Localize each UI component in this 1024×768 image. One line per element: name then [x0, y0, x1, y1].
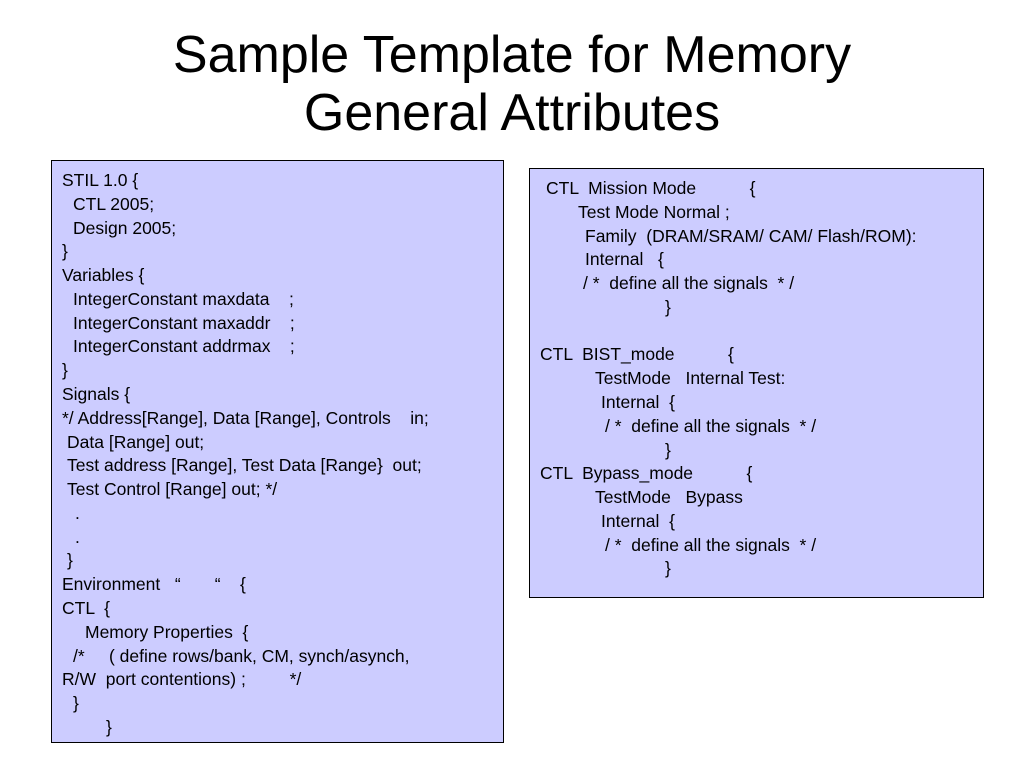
code-line: Environment “ “ {	[62, 574, 246, 594]
code-line: Signals {	[62, 384, 131, 404]
code-line: }	[73, 693, 79, 713]
code-line: CTL 2005;	[73, 194, 155, 214]
code-line: }	[665, 558, 671, 578]
code-line: Internal {	[585, 249, 664, 269]
stil-code-box: STIL 1.0 { CTL 2005; Design 2005; } Vari…	[51, 160, 504, 743]
code-line: CTL Mission Mode {	[546, 178, 756, 198]
code-line: Data [Range] out;	[67, 432, 205, 452]
slide-title: Sample Template for Memory General Attri…	[0, 26, 1024, 142]
code-line: Test Mode Normal ;	[578, 202, 730, 222]
code-line: Family (DRAM/SRAM/ CAM/ Flash/ROM):	[585, 226, 917, 246]
code-line: /* ( define rows/bank, CM, synch/asynch,	[73, 646, 410, 666]
code-line: Variables {	[62, 265, 145, 285]
code-line: / * define all the signals * /	[605, 416, 817, 436]
code-line: TestMode Bypass	[595, 487, 743, 507]
code-line: CTL {	[62, 598, 110, 618]
slide-title-line-1: Sample Template for Memory	[172, 26, 852, 84]
code-line: STIL 1.0 {	[62, 170, 139, 190]
code-line: }	[665, 440, 671, 460]
code-line: Internal {	[601, 511, 675, 531]
code-line: IntegerConstant maxdata ;	[73, 289, 294, 309]
code-line: Test Control [Range] out; */	[67, 479, 278, 499]
code-line: .	[75, 503, 80, 523]
code-line: }	[62, 360, 68, 380]
code-line: Design 2005;	[73, 218, 177, 238]
code-line: Test address [Range], Test Data [Range} …	[67, 455, 422, 475]
code-line: }	[665, 297, 671, 317]
code-line: Memory Properties {	[85, 622, 249, 642]
code-line: IntegerConstant maxaddr ;	[73, 313, 295, 333]
code-line: .	[75, 527, 80, 547]
code-line: IntegerConstant addrmax ;	[73, 336, 295, 356]
slide-title-line-2: General Attributes	[303, 84, 721, 142]
code-line: R/W port contentions) ; */	[62, 669, 302, 689]
code-line: }	[67, 550, 73, 570]
code-line: }	[106, 717, 112, 737]
ctl-modes-box: CTL Mission Mode { Test Mode Normal ; Fa…	[529, 168, 984, 598]
code-line: */ Address[Range], Data [Range], Control…	[62, 408, 429, 428]
code-line: }	[62, 241, 68, 261]
code-line: Internal {	[601, 392, 675, 412]
code-line: CTL Bypass_mode {	[540, 463, 753, 483]
code-line: CTL BIST_mode {	[540, 344, 734, 364]
code-line: / * define all the signals * /	[605, 535, 817, 555]
code-line: / * define all the signals * /	[583, 273, 795, 293]
code-line: TestMode Internal Test:	[595, 368, 786, 388]
